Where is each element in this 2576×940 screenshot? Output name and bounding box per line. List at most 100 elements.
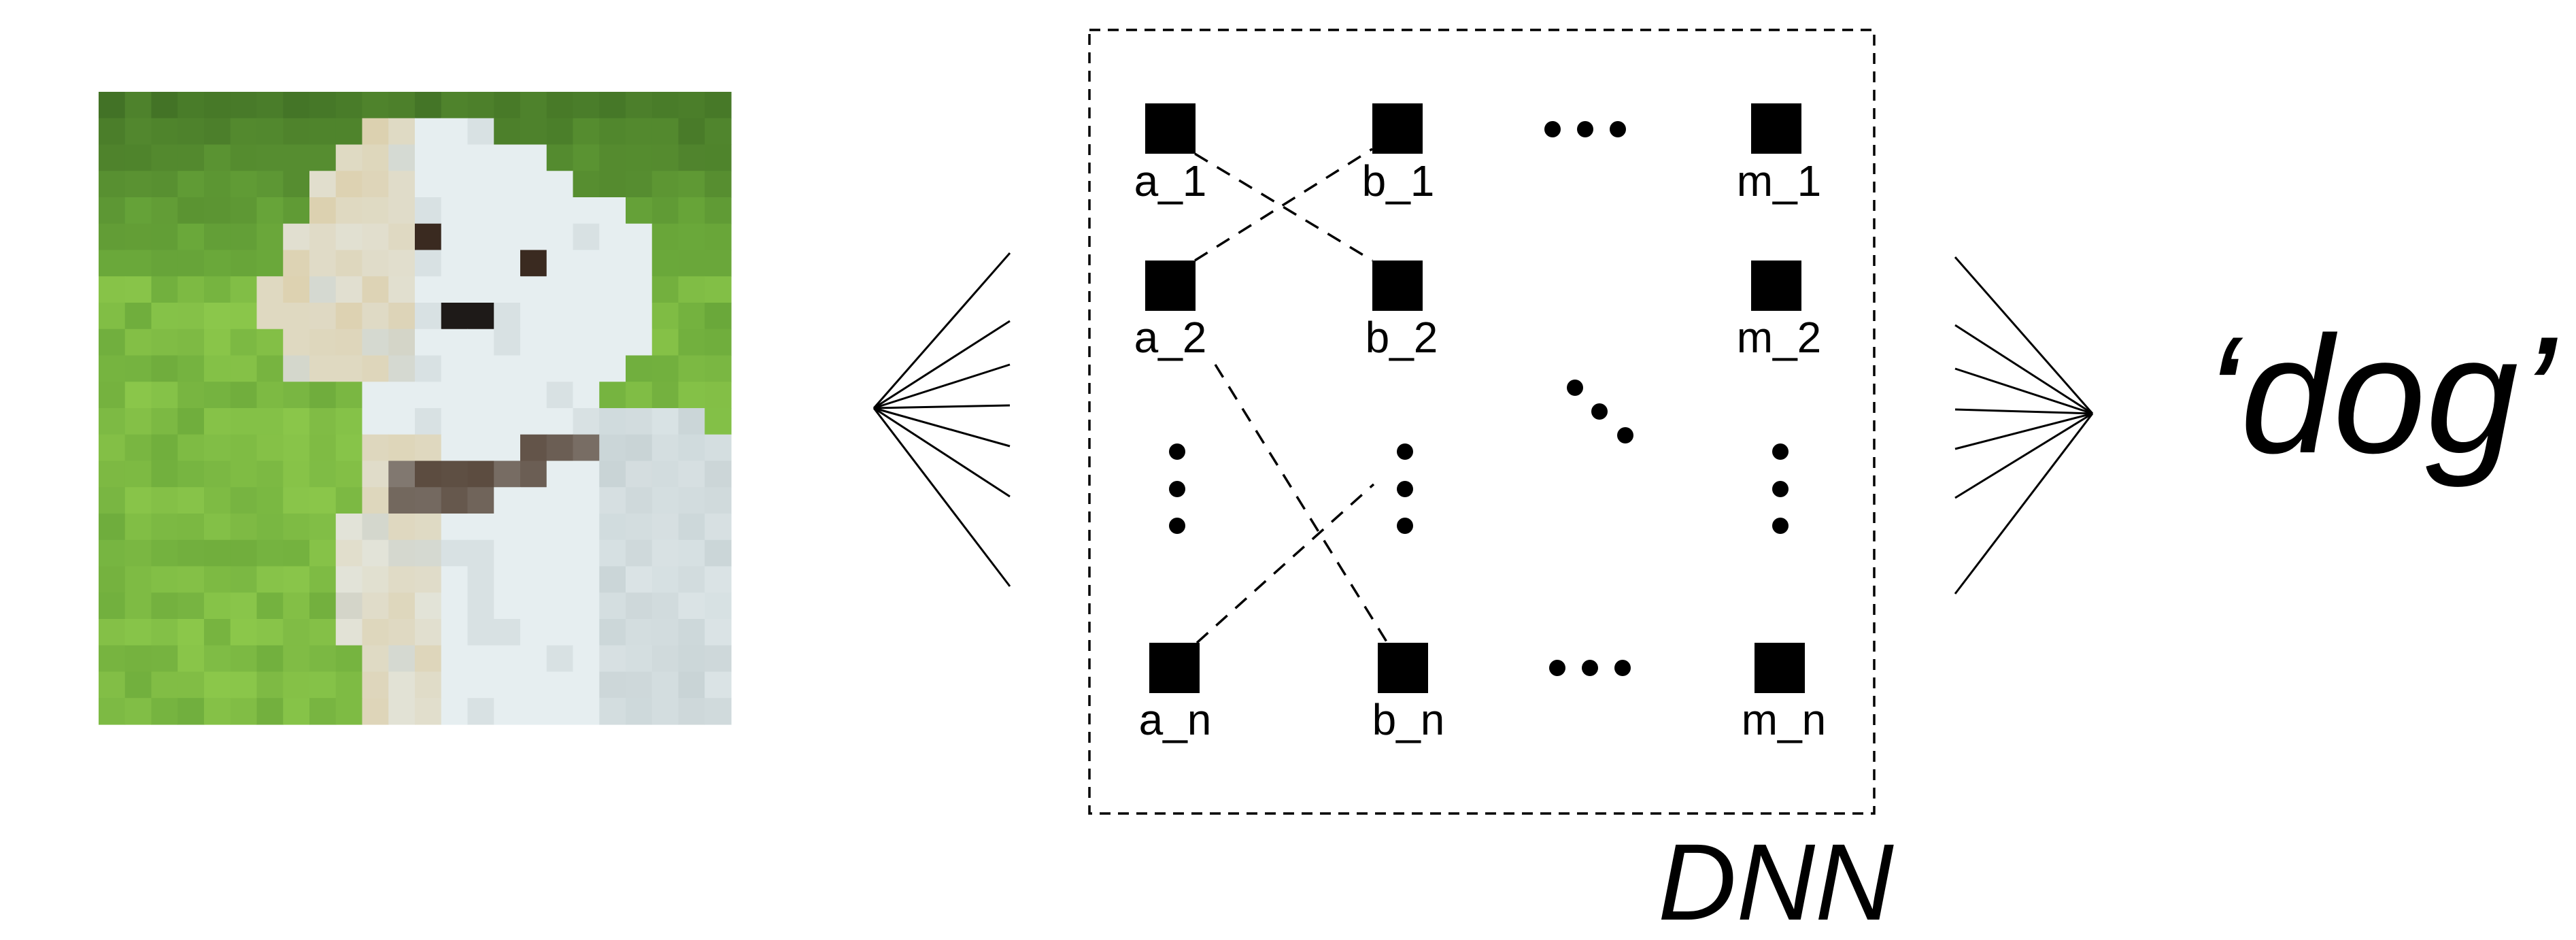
image-pixel: [467, 382, 494, 409]
ellipsis-dot: [1772, 518, 1789, 534]
image-pixel: [705, 487, 732, 514]
ellipsis-dot: [1567, 380, 1583, 396]
image-pixel: [256, 460, 284, 488]
image-pixel: [546, 355, 574, 382]
image-pixel: [256, 92, 284, 119]
node-b-n: [1378, 643, 1428, 693]
image-pixel: [99, 92, 126, 119]
image-pixel: [335, 382, 363, 409]
image-pixel: [309, 645, 337, 673]
image-pixel: [705, 276, 732, 303]
image-pixel: [204, 250, 231, 277]
image-pixel: [99, 592, 126, 620]
image-pixel: [256, 514, 284, 541]
image-pixel: [177, 434, 205, 462]
image-pixel: [678, 566, 705, 593]
image-pixel: [626, 355, 653, 382]
image-pixel: [415, 592, 442, 620]
image-pixel: [415, 539, 442, 567]
image-pixel: [467, 223, 494, 251]
image-pixel: [362, 197, 389, 224]
image-pixel: [599, 566, 626, 593]
image-pixel: [362, 671, 389, 699]
image-pixel: [99, 566, 126, 593]
image-pixel: [177, 645, 205, 673]
image-pixel: [626, 382, 653, 409]
node-m-1: [1751, 103, 1801, 154]
image-pixel: [151, 619, 178, 646]
image-pixel: [204, 619, 231, 646]
image-pixel: [177, 144, 205, 171]
image-pixel: [388, 514, 416, 541]
image-pixel: [388, 197, 416, 224]
image-pixel: [204, 92, 231, 119]
image-pixel: [309, 434, 337, 462]
image-pixel: [705, 171, 732, 198]
image-pixel: [520, 592, 547, 620]
ellipsis-dot: [1614, 660, 1631, 676]
image-pixel: [678, 276, 705, 303]
image-pixel: [124, 303, 152, 330]
image-pixel: [124, 645, 152, 673]
image-pixel: [546, 197, 574, 224]
image-pixel: [177, 223, 205, 251]
image-pixel: [309, 144, 337, 171]
image-pixel: [626, 487, 653, 514]
image-pixel: [335, 671, 363, 699]
image-pixel: [441, 487, 469, 514]
image-pixel: [599, 487, 626, 514]
image-pixel: [362, 460, 389, 488]
image-pixel: [520, 276, 547, 303]
image-pixel: [230, 619, 258, 646]
image-pixel: [626, 329, 653, 356]
image-pixel: [362, 382, 389, 409]
image-pixel: [309, 329, 337, 356]
image-pixel: [546, 250, 574, 277]
image-pixel: [177, 355, 205, 382]
image-pixel: [415, 197, 442, 224]
image-pixel: [494, 619, 521, 646]
image-pixel: [494, 250, 521, 277]
image-pixel: [626, 118, 653, 146]
image-pixel: [388, 276, 416, 303]
image-pixel: [309, 382, 337, 409]
image-pixel: [230, 566, 258, 593]
image-pixel: [309, 460, 337, 488]
image-pixel: [626, 92, 653, 119]
image-pixel: [651, 592, 679, 620]
image-pixel: [151, 698, 178, 725]
image-pixel: [626, 223, 653, 251]
image-pixel: [177, 276, 205, 303]
image-pixel: [467, 171, 494, 198]
image-pixel: [124, 460, 152, 488]
image-pixel: [230, 434, 258, 462]
image-pixel: [441, 645, 469, 673]
image-pixel: [573, 645, 600, 673]
image-pixel: [599, 514, 626, 541]
image-pixel: [705, 460, 732, 488]
image-pixel: [705, 566, 732, 593]
image-pixel: [256, 698, 284, 725]
node-label-m-2: m_2: [1737, 313, 1822, 362]
image-pixel: [651, 619, 679, 646]
image-pixel: [283, 566, 310, 593]
image-pixel: [388, 329, 416, 356]
image-pixel: [177, 487, 205, 514]
image-pixel: [651, 460, 679, 488]
image-pixel: [546, 382, 574, 409]
image-pixel: [256, 592, 284, 620]
image-pixel: [151, 355, 178, 382]
image-pixel: [705, 92, 732, 119]
image-pixel: [283, 671, 310, 699]
image-pixel: [626, 514, 653, 541]
image-pixel: [494, 171, 521, 198]
image-pixel: [204, 671, 231, 699]
image-pixel: [177, 408, 205, 435]
image-pixel: [705, 355, 732, 382]
image-pixel: [678, 197, 705, 224]
image-pixel: [283, 355, 310, 382]
ellipsis-dot: [1397, 481, 1413, 497]
image-pixel: [230, 671, 258, 699]
node-label-b-1: b_1: [1362, 156, 1435, 205]
image-pixel: [177, 698, 205, 725]
